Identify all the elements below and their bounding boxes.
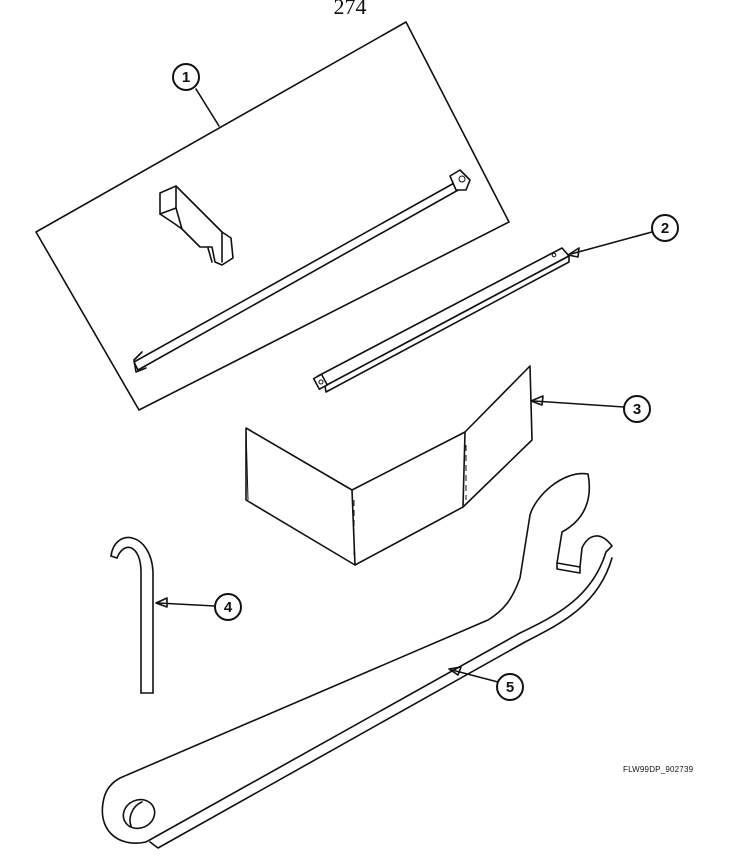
leader-2 bbox=[570, 231, 653, 255]
item-5-open-end-wrench bbox=[101, 472, 613, 849]
wrench-hole bbox=[122, 798, 156, 830]
callout-5-label: 5 bbox=[506, 679, 514, 696]
flat-key-tool bbox=[159, 185, 234, 266]
item-4-j-hook bbox=[110, 536, 216, 694]
item-2-square-bar bbox=[312, 231, 653, 393]
long-rod-tool bbox=[133, 169, 471, 373]
callout-1: 1 bbox=[172, 63, 200, 91]
callout-5: 5 bbox=[496, 673, 524, 701]
callout-2-label: 2 bbox=[661, 220, 669, 237]
callout-3: 3 bbox=[623, 395, 651, 423]
callout-1-label: 1 bbox=[182, 69, 190, 86]
item-3-bent-plate bbox=[245, 365, 625, 566]
leader-1 bbox=[195, 88, 220, 127]
page-number: 274 bbox=[334, 0, 367, 19]
leader-3 bbox=[533, 400, 625, 408]
callout-2: 2 bbox=[651, 214, 679, 242]
kit-panel-outline bbox=[35, 21, 510, 411]
callout-4-label: 4 bbox=[224, 599, 233, 616]
item-1-tool-kit bbox=[35, 21, 510, 411]
callout-4: 4 bbox=[214, 593, 242, 621]
callout-3-label: 3 bbox=[633, 401, 641, 418]
figure-id: FLW99DP_902739 bbox=[623, 765, 694, 774]
